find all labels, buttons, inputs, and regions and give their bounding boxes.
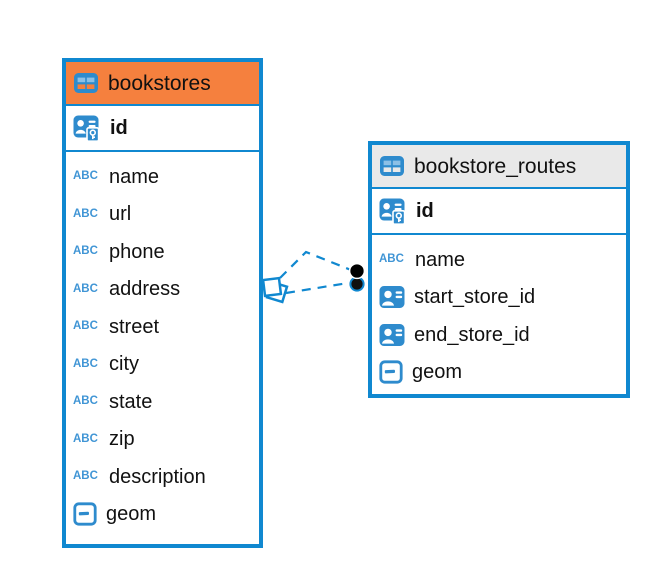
column-row[interactable]: geom [372, 354, 626, 392]
column-list: ABC name start_store_id [372, 235, 626, 391]
column-name: start_store_id [414, 286, 536, 309]
text-type-icon: ABC [73, 245, 98, 257]
column-row[interactable]: end_store_id [372, 316, 626, 354]
column-row[interactable]: ABC state [66, 383, 259, 421]
column-list: ABC name ABC url ABC phone ABC address A… [66, 152, 259, 533]
table-title: bookstore_routes [414, 154, 577, 178]
column-name: state [109, 390, 153, 413]
column-row[interactable]: ABC street [66, 308, 259, 346]
column-name: description [109, 465, 206, 488]
column-name: name [109, 165, 160, 188]
column-name: street [109, 315, 160, 338]
relationship-line[interactable] [285, 281, 349, 295]
geometry-type-icon [379, 360, 403, 384]
column-row[interactable]: ABC description [66, 458, 259, 496]
text-type-icon: ABC [73, 395, 98, 407]
text-type-icon: ABC [73, 170, 98, 182]
column-row[interactable]: ABC name [372, 241, 626, 279]
table-icon [73, 72, 99, 94]
column-name: phone [109, 240, 165, 263]
geometry-type-icon [73, 502, 97, 526]
relationship-line[interactable] [279, 250, 352, 279]
column-row[interactable]: ABC name [66, 158, 259, 196]
text-type-icon: ABC [379, 253, 404, 265]
column-row[interactable]: ABC zip [66, 421, 259, 459]
column-row-primary-key[interactable]: id [372, 189, 626, 235]
text-type-icon: ABC [73, 320, 98, 332]
text-type-icon: ABC [73, 282, 98, 295]
column-name: geom [412, 361, 463, 384]
column-row[interactable]: ABC address [66, 271, 259, 309]
table-header[interactable]: bookstore_routes [372, 145, 626, 189]
table-bookstores[interactable]: bookstores id ABC name ABC url [62, 58, 263, 548]
column-name: id [416, 200, 434, 222]
column-row[interactable]: ABC url [66, 196, 259, 234]
relationship-diamond-marker[interactable] [261, 276, 289, 304]
column-name: geom [106, 503, 157, 526]
column-name: address [109, 278, 181, 301]
column-row[interactable]: ABC city [66, 346, 259, 384]
column-name: zip [109, 428, 135, 451]
column-name: url [109, 203, 132, 226]
relationship-dot-marker[interactable] [348, 262, 366, 292]
text-type-icon: ABC [73, 432, 98, 445]
foreign-key-icon [379, 285, 405, 309]
text-type-icon: ABC [73, 207, 98, 220]
foreign-key-icon [379, 323, 405, 347]
column-row-primary-key[interactable]: id [66, 106, 259, 152]
table-bookstore-routes[interactable]: bookstore_routes id ABC name [368, 141, 630, 398]
text-type-icon: ABC [73, 470, 98, 482]
column-name: name [415, 248, 466, 271]
column-row[interactable]: geom [66, 496, 259, 534]
table-icon [379, 155, 405, 177]
column-name: id [110, 117, 128, 139]
primary-key-icon [73, 114, 101, 142]
column-row[interactable]: start_store_id [372, 279, 626, 317]
table-title: bookstores [108, 71, 211, 95]
text-type-icon: ABC [73, 357, 98, 370]
column-row[interactable]: ABC phone [66, 233, 259, 271]
primary-key-icon [379, 197, 407, 225]
table-header[interactable]: bookstores [66, 62, 259, 106]
column-name: end_store_id [414, 323, 530, 346]
column-name: city [109, 353, 139, 376]
